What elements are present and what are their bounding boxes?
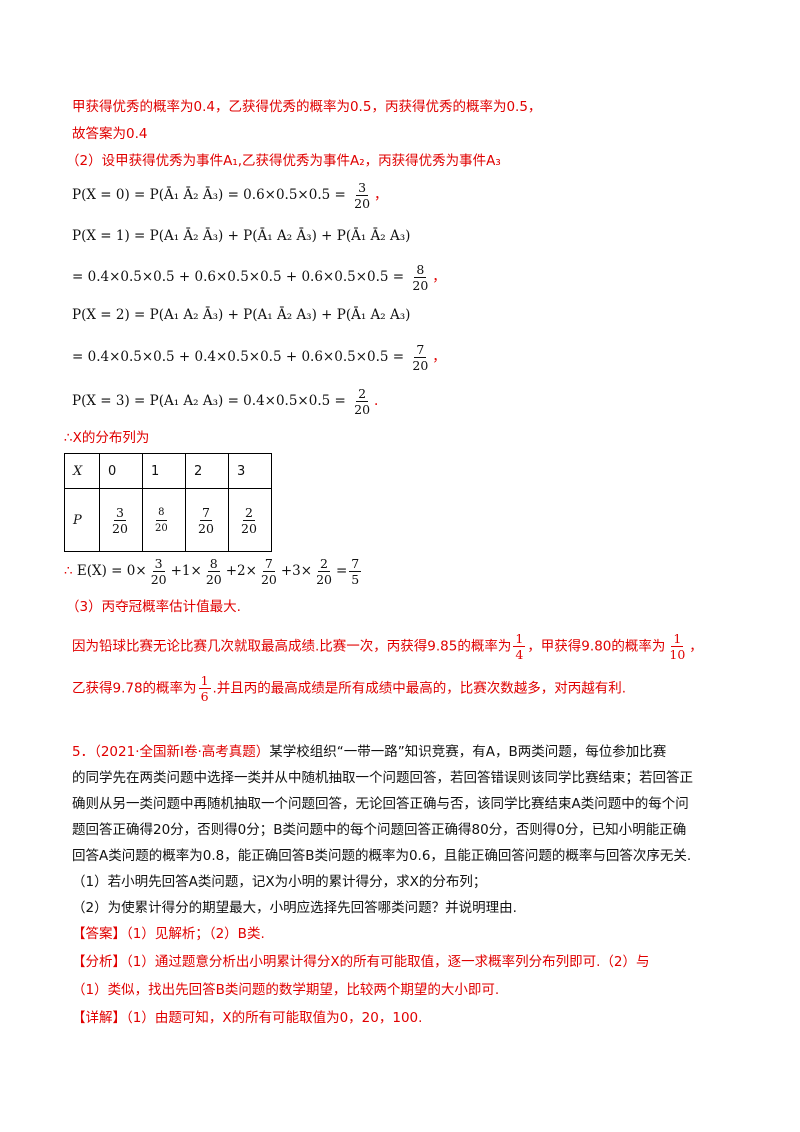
table-cell: 1 — [142, 453, 186, 489]
equation-p2-value: = 0.4×0.5×0.5 + 0.4×0.5×0.5 + 0.6×0.5×0.… — [72, 342, 446, 373]
table-cell: 2 — [185, 453, 229, 489]
table-row: X 0 1 2 3 — [64, 453, 272, 489]
answer-line: 【答案】（1）见解析；（2）B类. — [72, 926, 265, 942]
equation-p3: P(X = 3) = P(A₁ A₂ A₃) = 0.4×0.5×0.5 = 2… — [72, 386, 379, 417]
analysis-tag: 【分析】 — [72, 954, 126, 970]
question-5-line-5: 回答A类问题的概率为0.8，能正确回答B类问题的概率为0.6，且能正确回答问题的… — [72, 848, 692, 864]
text-line-2: 故答案为0.4 — [72, 126, 148, 142]
detail-line: 【详解】（1）由题可知，X的所有可能取值为0，20，100. — [72, 1010, 423, 1026]
detail-tag: 【详解】 — [72, 1010, 126, 1026]
analysis-line-2: （1）类似，找出先回答B类问题的数学期望，比较两个期望的大小即可. — [72, 982, 500, 998]
table-cell: 0 — [99, 453, 143, 489]
text-line-1: 甲获得优秀的概率为0.4，乙获得优秀的概率为0.5，丙获得优秀的概率为0.5， — [72, 99, 542, 115]
question-5-line-1: 5．（2021·全国新Ⅰ卷·高考真题）某学校组织“一带一路”知识竞赛，有A，B两… — [72, 744, 667, 760]
analysis-line-1: 【分析】（1）通过题意分析出小明累计得分X的所有可能取值，逐一求概率列分布列即可… — [72, 954, 650, 970]
text-line-4: （3）丙夺冠概率估计值最大. — [66, 599, 241, 615]
table-cell: 3 — [228, 453, 272, 489]
question-5-line-2: 的同学先在两类问题中选择一类并从中随机抽取一个问题回答，若回答错误则该同学比赛结… — [72, 770, 693, 786]
question-5-part-1: （1）若小明先回答A类问题，记X为小明的累计得分，求X的分布列； — [72, 874, 487, 890]
question-5-line-4: 题回答正确得20分，否则得0分；B类问题中的每个问题回答正确得80分，否则得0分… — [72, 822, 687, 838]
table-cell: P — [64, 488, 100, 552]
equation-p2: P(X = 2) = P(A₁ A₂ Ā₃) + P(A₁ Ā₂ A₃) + P… — [72, 307, 411, 323]
equation-p1-value: = 0.4×0.5×0.5 + 0.6×0.5×0.5 + 0.6×0.5×0.… — [72, 262, 446, 293]
question-5-line-3: 确则从另一类问题中再随机抽取一个问题回答，无论回答正确与否，该同学比赛结束A类问… — [72, 796, 689, 812]
question-5-part-2: （2）为使累计得分的期望最大，小明应选择先回答哪类问题？并说明理由. — [72, 900, 517, 916]
equation-p1: P(X = 1) = P(A₁ Ā₂ Ā₃) + P(Ā₁ A₂ Ā₃) + P… — [72, 228, 411, 244]
text-line-3: （2）设甲获得优秀为事件A₁,乙获得优秀为事件A₂，丙获得优秀为事件A₃ — [66, 153, 501, 169]
table-cell: X — [64, 453, 100, 489]
equation-p0: P(X = 0) = P(Ā₁ Ā₂ Ā₃) = 0.6×0.5×0.5 = 3… — [72, 180, 388, 211]
distribution-label: ∴X的分布列为 — [64, 430, 150, 446]
answer-tag: 【答案】 — [72, 926, 126, 942]
